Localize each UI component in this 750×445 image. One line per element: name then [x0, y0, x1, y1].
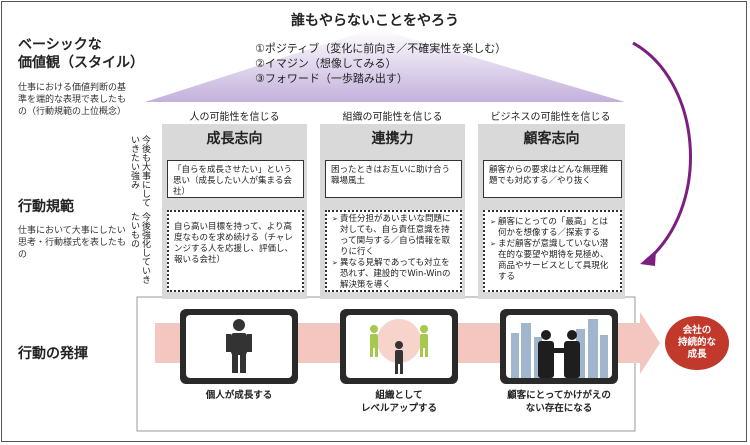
reinforce-box: 顧客にとっての「最高」とは何かを想像する／探索する まだ顧客が意識していない潜在…	[483, 210, 622, 292]
curved-arrow-head	[640, 250, 656, 266]
column-heading: 連携力	[320, 124, 465, 154]
column-subtitle: 組織の可能性を信じる	[342, 112, 443, 123]
values-desc: 仕事における価値判断の基準を端的な表現で表したもの（行動規範の上位概念）	[18, 83, 127, 117]
strength-box: 顧客からの要求はどんな無理難題でも対応する／やり抜く	[483, 160, 622, 198]
column-subtitle: ビジネスの可能性を信じる	[490, 112, 611, 123]
picture-team	[346, 315, 452, 378]
handshake-icon	[511, 319, 608, 378]
reinforce-item: 責任分担があいまいな問題に対しても、自ら責任意識を持って関与する／自ら情報を取り…	[332, 214, 455, 258]
goal-line: 成長	[687, 349, 707, 360]
caption-line: 個人が成長する	[205, 390, 273, 401]
goal-line: 会社の	[682, 325, 712, 336]
roof-item: ③フォワード（一歩踏み出す）	[255, 72, 408, 85]
reinforce-item: まだ顧客が意識していない潜在的な要望や期待を見極め、商品やサービスとして具現化す…	[490, 239, 615, 283]
column-heading: 成長志向	[162, 124, 307, 154]
values-title-line: 価値観（スタイル）	[18, 55, 144, 71]
goal-circle: 会社の 持続的な 成長	[665, 316, 729, 370]
values-title: ベーシックな 価値観（スタイル）	[18, 36, 144, 72]
roof-item: ②イマジン（想像してみる）	[255, 57, 397, 70]
reinforce-box: 自ら高い目標を持って、より高度なものを求め続ける（チャレンジする人を応援し、評価…	[167, 210, 304, 292]
person-icon	[226, 319, 252, 373]
norms-title: 行動規範	[18, 199, 74, 215]
team-icon	[370, 319, 428, 374]
roof-title: 誰もやらないことをやろう	[291, 13, 459, 29]
reinforce-item: 顧客にとっての「最高」とは何かを想像する／探索する	[490, 217, 615, 239]
strength-box: 「自らを成長させたい」という思い（成長したい人が集まる会社）	[167, 160, 304, 198]
vertical-label-reinforce: 今後強化していきたいもの	[129, 212, 150, 284]
caption-business: 顧客にとってかけがえの ない存在になる	[484, 389, 634, 415]
norms-desc: 仕事において大事にしたい思考・行動様式を表したもの	[18, 226, 127, 260]
picture-individual	[186, 315, 292, 378]
caption-line: 顧客にとってかけがえの	[507, 390, 611, 401]
caption-line: ない存在になる	[525, 403, 593, 414]
vertical-label-strength: 今後も大事にしていきたい強み	[129, 135, 150, 207]
column-subtitle: 人の可能性を信じる	[189, 112, 280, 123]
strength-box: 困ったときはお互いに助け合う職場風土	[325, 160, 462, 198]
caption-line: レベルアップする	[360, 403, 437, 414]
caption-team: 組織として レベルアップする	[324, 389, 474, 415]
curved-arrow	[632, 41, 692, 260]
roof-triangle	[145, 28, 625, 102]
roof-items: ①ポジティブ（変化に前向き／不確実性を楽しむ） ②イマジン（想像してみる） ③フ…	[255, 41, 555, 86]
roof-item: ①ポジティブ（変化に前向き／不確実性を楽しむ）	[255, 42, 507, 55]
caption-individual: 個人が成長する	[165, 389, 313, 402]
reinforce-box: 責任分担があいまいな問題に対しても、自ら責任意識を持って関与する／自ら情報を取り…	[325, 210, 462, 292]
goal-line: 持続的な	[677, 337, 716, 348]
action-title: 行動の発揮	[18, 346, 88, 362]
picture-business	[506, 315, 612, 378]
column-heading: 顧客志向	[478, 124, 625, 154]
reinforce-item: 異なる見解であっても対立を恐れず、建設的でWin-Winの解決策を導く	[332, 258, 455, 291]
values-title-line: ベーシックな	[18, 37, 102, 53]
caption-line: 組織として	[375, 390, 423, 401]
band-arrowhead	[640, 312, 660, 374]
